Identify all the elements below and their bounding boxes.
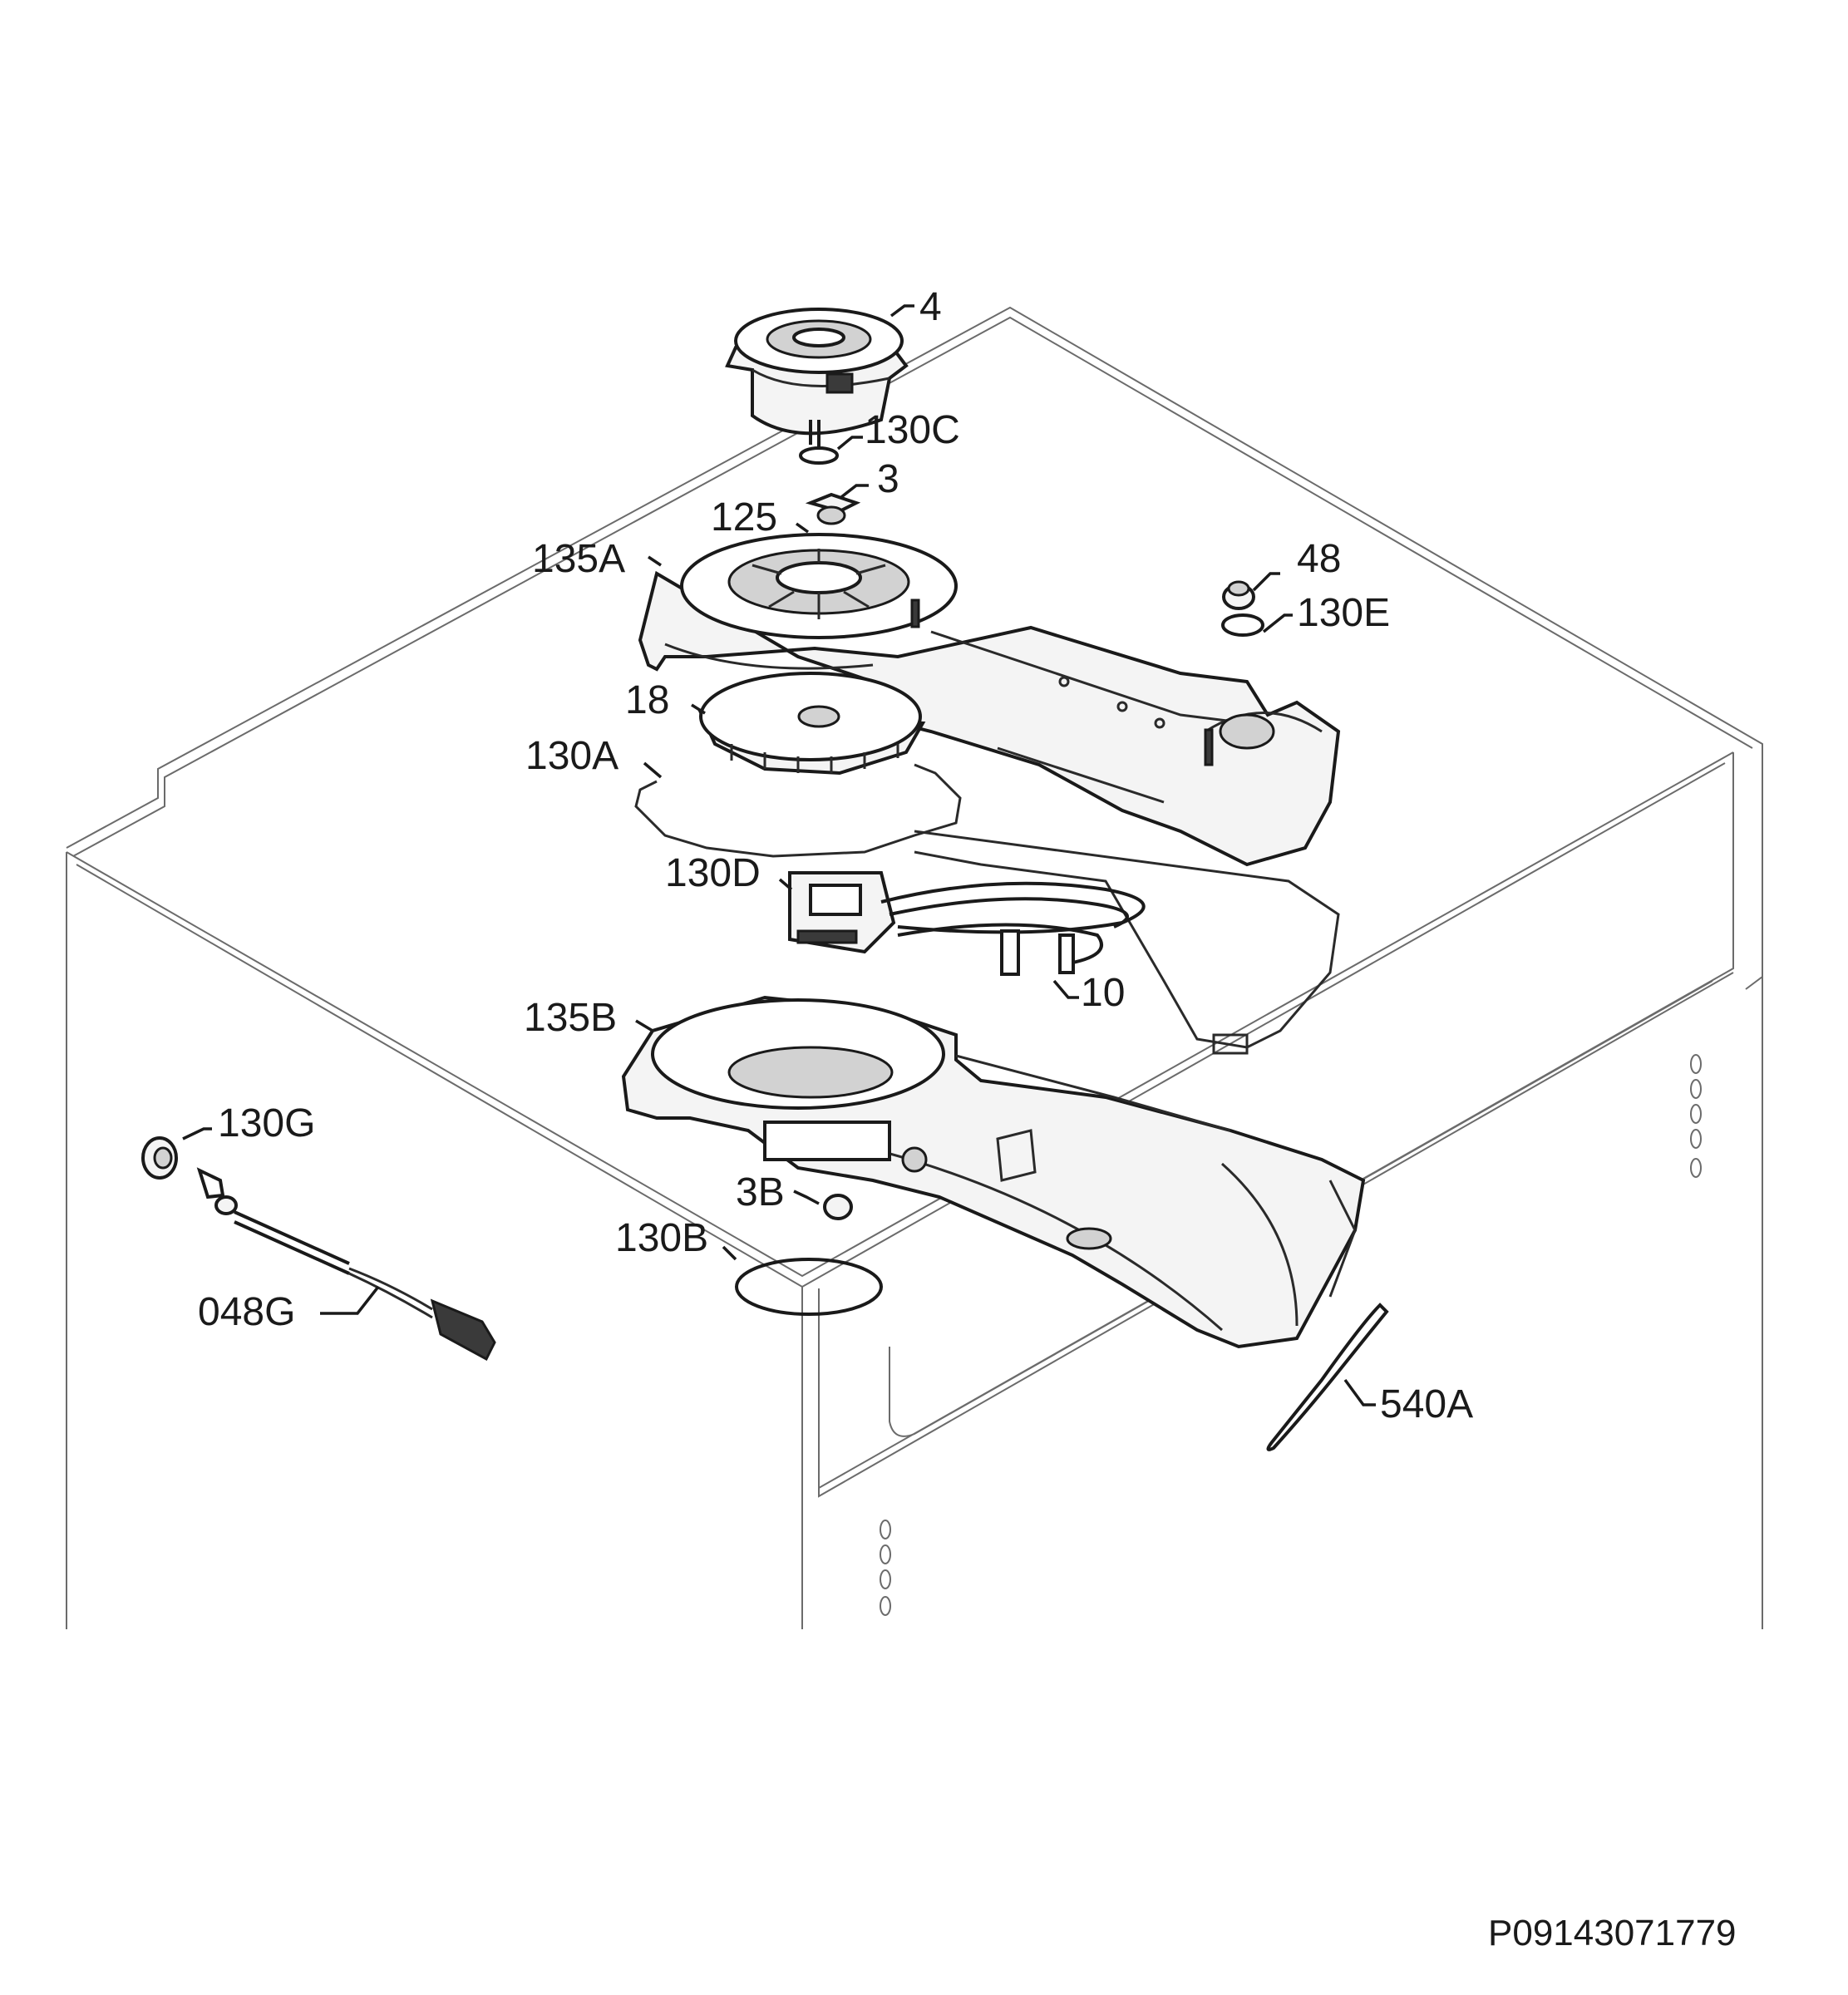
callout-130B: 130B xyxy=(615,1216,708,1260)
callout-10: 10 xyxy=(1081,971,1125,1015)
callout-130G: 130G xyxy=(218,1101,315,1145)
callout-130E: 130E xyxy=(1297,591,1390,635)
part-sensor-048G xyxy=(196,1167,496,1362)
part-connector-130G xyxy=(141,1136,178,1180)
callout-130A: 130A xyxy=(525,734,618,778)
appliance-cabinet xyxy=(66,306,1763,1629)
callout-048G: 048G xyxy=(198,1290,295,1334)
part-fastener-3 xyxy=(805,492,861,525)
part-oring-130B xyxy=(735,1258,883,1316)
part-oring-130C xyxy=(799,446,839,465)
part-plug-3B xyxy=(823,1194,853,1220)
callout-18: 18 xyxy=(625,678,669,722)
callout-130D: 130D xyxy=(665,851,761,895)
callout-135A: 135A xyxy=(532,537,625,581)
part-fan-18 xyxy=(697,672,926,776)
part-gasket-130A xyxy=(634,763,1340,1055)
part-heater-element-10 xyxy=(880,881,1146,976)
callout-48: 48 xyxy=(1297,537,1341,581)
callout-3B: 3B xyxy=(736,1170,785,1214)
part-heater-connector-130D xyxy=(788,871,896,954)
callout-4: 4 xyxy=(919,285,942,329)
part-motor-4 xyxy=(725,308,909,447)
callout-135B: 135B xyxy=(524,996,617,1040)
callout-125: 125 xyxy=(711,495,777,539)
leader-lines xyxy=(182,304,1376,1406)
callout-3: 3 xyxy=(877,457,899,501)
callout-540A: 540A xyxy=(1380,1382,1473,1426)
part-cap-48 xyxy=(1222,580,1255,610)
part-lower-housing-135B xyxy=(621,995,1366,1349)
part-belt-540A xyxy=(1266,1303,1389,1451)
callout-130C: 130C xyxy=(865,408,960,452)
part-upper-housing-135A xyxy=(638,533,1341,867)
document-id: P09143071779 xyxy=(1488,1913,1737,1953)
part-ring-130E xyxy=(1221,613,1264,637)
callout-labels: 4 130C 3 125 135A 48 130E 18 130A 130D 1… xyxy=(198,285,1473,1426)
